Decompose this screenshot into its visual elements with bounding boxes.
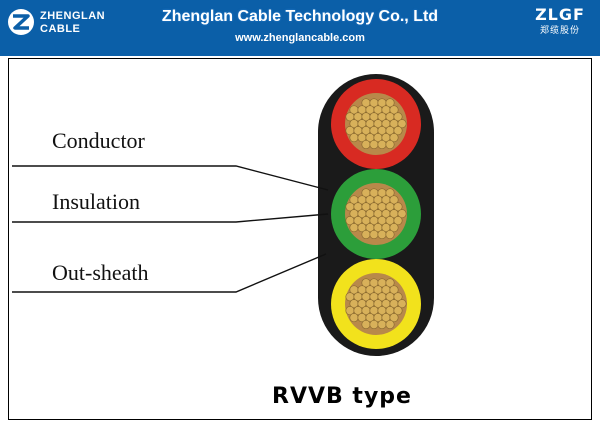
conductor-strand [389,133,399,143]
diagram-title: RVVB type [272,384,412,409]
zlgf-subtitle: 郑缆股份 [539,25,580,35]
zhenglan-logo[interactable]: ZHENGLAN CABLE [6,7,124,37]
sheath-leader-line [12,253,327,293]
conductor-strand [385,229,395,240]
company-name: Zhenglan Cable Technology Co., Ltd [161,8,439,25]
header-banner: ZHENGLAN CABLE Zhenglan Cable Technology… [0,0,600,56]
insulation-label: Insulation [52,189,140,214]
diagram-panel [8,58,592,420]
sheath-label: Out-sheath [52,260,149,285]
logo-text-line1: ZHENGLAN [40,10,106,22]
conductor-strand [385,319,395,330]
conductor-strand [361,229,371,240]
conductor-strand [377,229,387,240]
conductor-strand [369,139,379,150]
conductor-strand [361,319,371,330]
conductor-strand [393,202,403,212]
conductor-strand [361,139,371,150]
conductor-label: Conductor [52,128,145,153]
conductor-strand [385,188,395,198]
conductor-strand [389,313,399,323]
conductor-strand [385,139,395,150]
conductor-leader-line [12,165,329,191]
conductor-strand [385,98,395,108]
conductor-strand [397,209,407,219]
conductor-strand [393,112,403,122]
conductor-strand [349,313,359,323]
conductor-strand [349,133,359,143]
conductor-strand [393,216,403,226]
conductor-strand [369,229,379,240]
conductor-strand [349,223,359,233]
zlgf-mark: ZLGF [535,5,585,24]
conductor-strand [377,319,387,330]
conductor-strand [369,319,379,330]
conductor-strand [393,292,403,302]
conductor-strand [377,139,387,150]
conductor-strand [389,223,399,233]
conductor-strand [397,119,407,129]
core-bottom-conductor [345,273,407,335]
core-middle-conductor [345,183,407,245]
conductor-strand [389,285,399,295]
insulation-leader-line [12,213,329,223]
conductor-strand [397,299,407,309]
conductor-strand [389,195,399,205]
conductor-strand [393,306,403,316]
core-top-conductor [345,93,407,155]
conductor-strand [389,105,399,115]
zhenglan-logo-mark-icon [8,9,34,35]
zlgf-logo[interactable]: ZLGF 郑缆股份 [530,6,590,38]
conductor-strand [385,278,395,288]
logo-text-line2: CABLE [40,23,81,35]
website-link[interactable]: www.zhenglancable.com [235,32,365,44]
conductor-strand [393,126,403,136]
